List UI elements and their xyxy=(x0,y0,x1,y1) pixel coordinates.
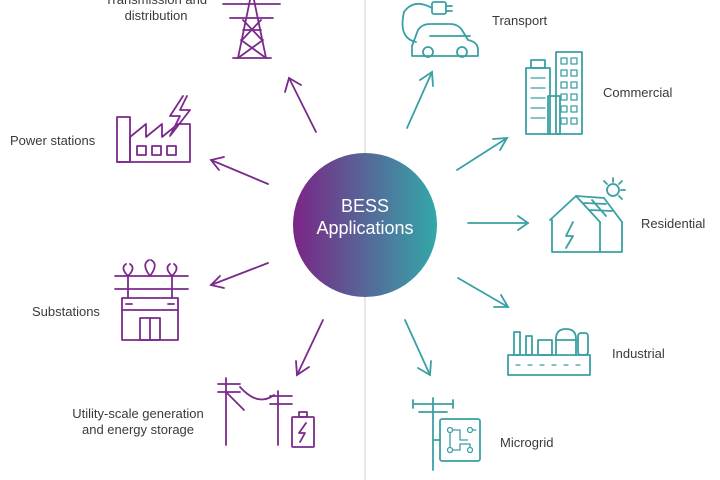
label-power-stations: Power stations xyxy=(10,133,96,148)
label-industrial: Industrial xyxy=(612,346,665,361)
label-utility: Utility-scale generation and energy stor… xyxy=(58,406,218,438)
substation-icon xyxy=(114,259,189,341)
arrow-transmission xyxy=(284,76,317,133)
hub-label-line2: Applications xyxy=(316,218,414,238)
label-utility-line1: Utility-scale generation xyxy=(72,406,204,421)
arrow-industrial xyxy=(457,277,510,308)
electric-car-icon xyxy=(401,1,479,58)
label-microgrid: Microgrid xyxy=(500,435,554,450)
hub-label-line1: BESS xyxy=(340,196,390,216)
microgrid-icon xyxy=(412,397,481,471)
utility-pole-battery-icon xyxy=(217,377,315,448)
label-transmission: Transmission and distribution xyxy=(96,0,216,24)
commercial-buildings-icon xyxy=(525,51,583,135)
transmission-tower-icon xyxy=(222,0,281,59)
label-residential: Residential xyxy=(641,216,706,231)
label-utility-line2: and energy storage xyxy=(81,422,195,437)
arrow-power-stations xyxy=(209,156,269,185)
label-commercial: Commercial xyxy=(603,85,673,100)
label-transmission-line1: Transmission and xyxy=(96,0,216,8)
residential-solar-house-icon xyxy=(549,177,626,253)
label-transmission-line2: distribution xyxy=(124,8,188,23)
power-station-icon xyxy=(116,95,191,163)
label-substations: Substations xyxy=(32,304,100,319)
industrial-plant-icon xyxy=(507,328,591,376)
label-transport: Transport xyxy=(492,13,548,28)
arrow-utility xyxy=(295,319,324,377)
hub-label: BESS Applications xyxy=(293,195,437,239)
arrow-commercial xyxy=(456,136,509,171)
arrow-residential xyxy=(467,215,530,231)
hub-circle xyxy=(293,153,437,297)
arrow-microgrid xyxy=(404,319,432,377)
arrow-transport xyxy=(406,70,434,129)
arrow-substations xyxy=(209,262,269,289)
